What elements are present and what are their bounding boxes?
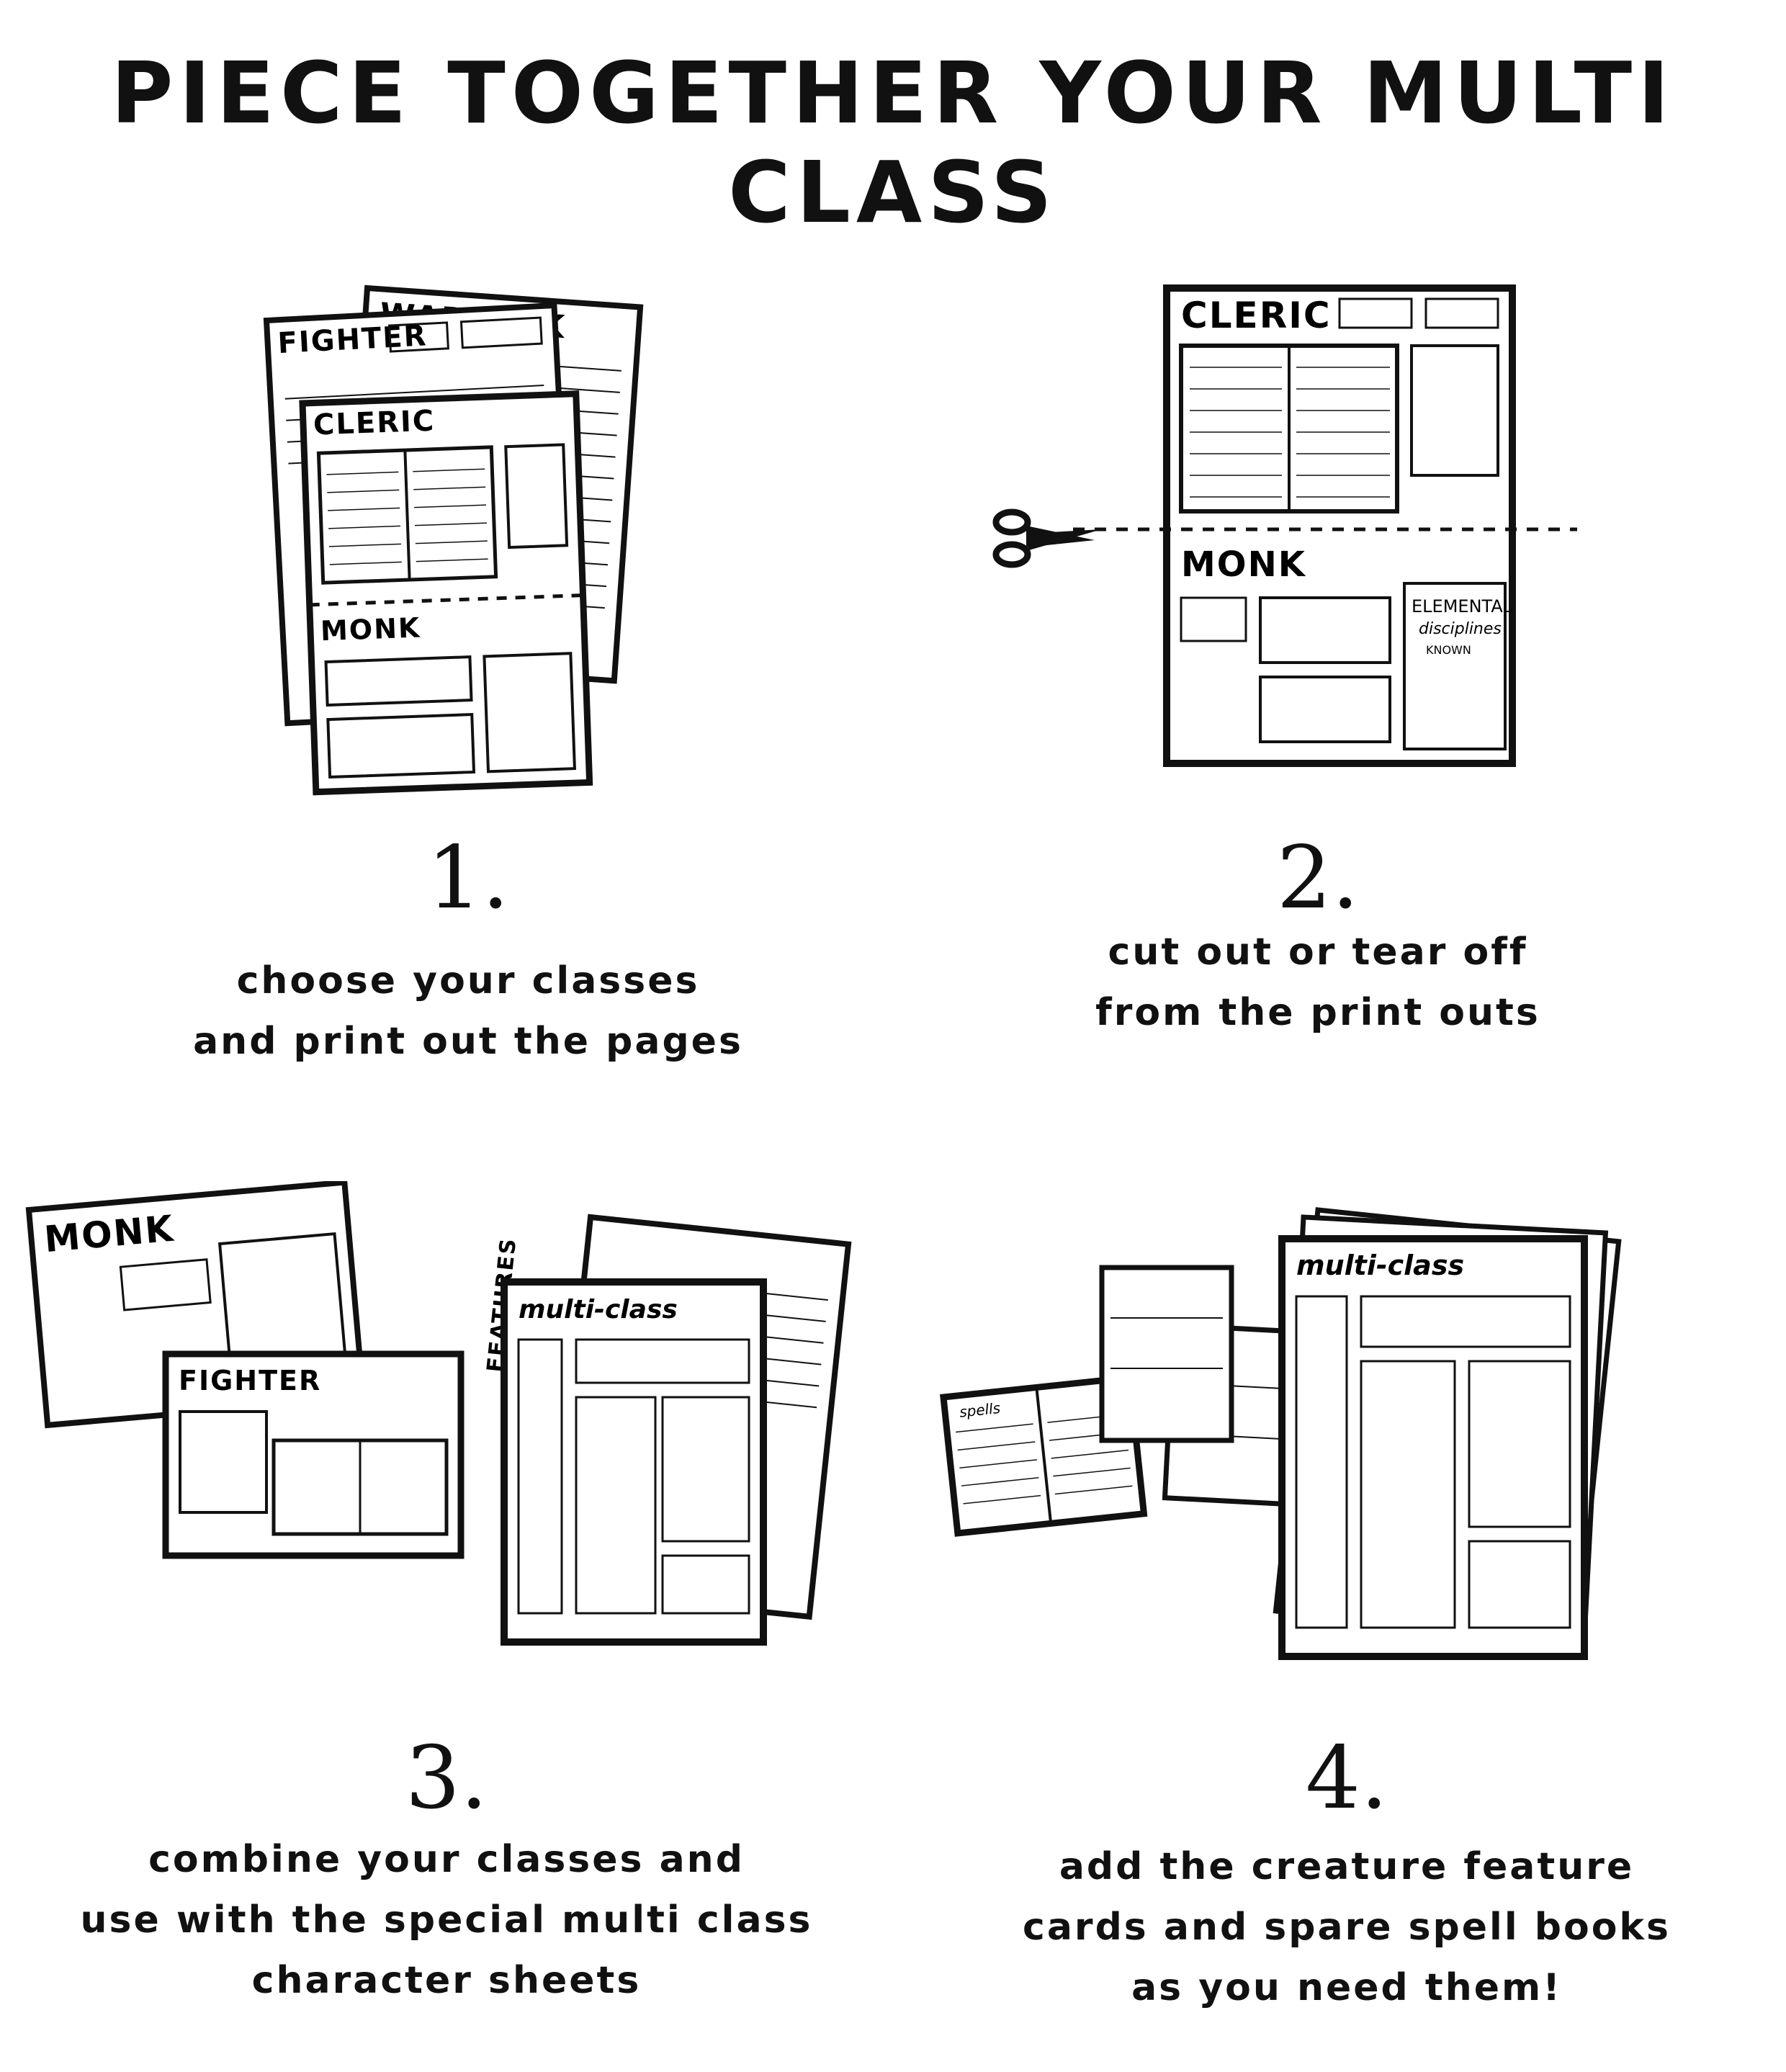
- step-number: 3.: [405, 1728, 488, 1829]
- caption-line: combine your classes and: [148, 1838, 745, 1881]
- multiclass-sheet-title: multi-class: [1296, 1250, 1464, 1281]
- caption-line: add the creature feature: [1059, 1845, 1635, 1888]
- fighter-sheet-title: FIGHTER: [179, 1365, 321, 1396]
- step-number: 2.: [1276, 828, 1360, 928]
- caption-line: choose your classes: [236, 959, 700, 1003]
- step-4: spells multi-class: [922, 1181, 1772, 2045]
- step-caption: choose your classes and print out the pa…: [108, 951, 828, 1072]
- step-caption: cut out or tear off from the print outs: [958, 922, 1678, 1043]
- scissors-icon: [992, 508, 1102, 568]
- cleric-sheet-title: CLERIC: [1181, 295, 1332, 336]
- step-1: WARLOCK FIGHTER CLERIC: [108, 259, 828, 1087]
- step-2: CLERIC MONK ELEMENTAL disciplines KNOWN: [958, 259, 1678, 1087]
- step-1-illustration: WARLOCK FIGHTER CLERIC: [263, 284, 644, 796]
- caption-line: cards and spare spell books: [1023, 1906, 1671, 1949]
- multiclass-sheet-title: multi-class: [519, 1295, 678, 1324]
- caption-line: cut out or tear off: [1108, 930, 1528, 974]
- monk-sheet-title: MONK: [1181, 544, 1306, 585]
- caption-line: character sheets: [251, 1959, 642, 2002]
- caption-line: use with the special multi class: [80, 1898, 813, 1942]
- cleric-sheet-title: CLERIC: [313, 405, 436, 442]
- step-caption: combine your classes and use with the sp…: [14, 1829, 879, 2011]
- disciplines-label: disciplines: [1419, 620, 1502, 638]
- page-title: PIECE TOGETHER YOUR MULTI CLASS: [111, 43, 1675, 242]
- step-3-illustration: MONK FIGHTER FEATURES multi-class: [25, 1181, 852, 1646]
- step-4-illustration: spells multi-class: [940, 1207, 1622, 1660]
- step-caption: add the creature feature cards and spare…: [922, 1836, 1772, 2018]
- step-number: 1.: [426, 828, 510, 928]
- caption-line: and print out the pages: [193, 1020, 743, 1063]
- elemental-label: ELEMENTAL: [1412, 596, 1513, 616]
- fighter-sheet-title: FIGHTER: [277, 319, 428, 360]
- caption-line: as you need them!: [1131, 1966, 1562, 2009]
- spells-label: spells: [959, 1399, 1001, 1421]
- step-number: 4.: [1305, 1728, 1388, 1829]
- monk-sheet-title: MONK: [320, 611, 421, 647]
- step-2-illustration: CLERIC MONK ELEMENTAL disciplines KNOWN: [992, 284, 1577, 767]
- known-label: KNOWN: [1426, 643, 1471, 657]
- step-3: MONK FIGHTER FEATURES multi-class 3.: [14, 1181, 879, 2045]
- caption-line: from the print outs: [1095, 991, 1540, 1034]
